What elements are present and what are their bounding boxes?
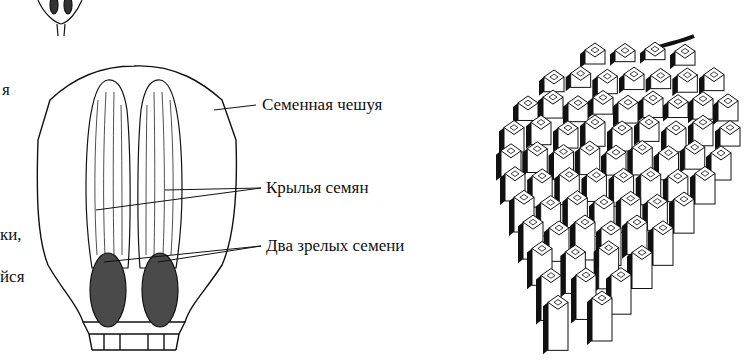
- cone-scale: [646, 68, 671, 92]
- seed-wings: [86, 80, 182, 268]
- cone-scale: [672, 68, 697, 96]
- cone-scale: [699, 68, 724, 95]
- part-label: Крылья семян: [266, 178, 369, 198]
- part-label: Два зрелых семени: [266, 236, 404, 256]
- mature-seeds: [90, 253, 178, 327]
- part-label: йся: [0, 267, 24, 287]
- cone-scale: [587, 291, 612, 345]
- cone-scale: [619, 67, 644, 93]
- part-label: Семенная чешуя: [262, 95, 382, 115]
- cone-scale: [640, 42, 665, 63]
- part-label: ки,: [0, 225, 22, 245]
- cone-scale: [580, 43, 605, 68]
- part-label: я: [2, 80, 10, 100]
- cone-scale: [713, 94, 738, 125]
- cone-scale: [588, 90, 613, 118]
- cone-scale: [670, 44, 695, 69]
- cone-scale: [613, 95, 638, 127]
- cone-scale: [610, 43, 635, 65]
- cone-scale: [680, 140, 705, 173]
- cone-scale: [543, 295, 568, 354]
- figure-fragment: [38, 0, 82, 36]
- leader-lines: [96, 105, 261, 262]
- cone-scale: [575, 141, 600, 179]
- cone-scale: [566, 66, 591, 91]
- cone-scale: [715, 121, 740, 151]
- wing-veins: [95, 92, 173, 255]
- seed-scale: [37, 66, 236, 350]
- cone-scale: [634, 115, 659, 145]
- cone-scale: [663, 95, 688, 122]
